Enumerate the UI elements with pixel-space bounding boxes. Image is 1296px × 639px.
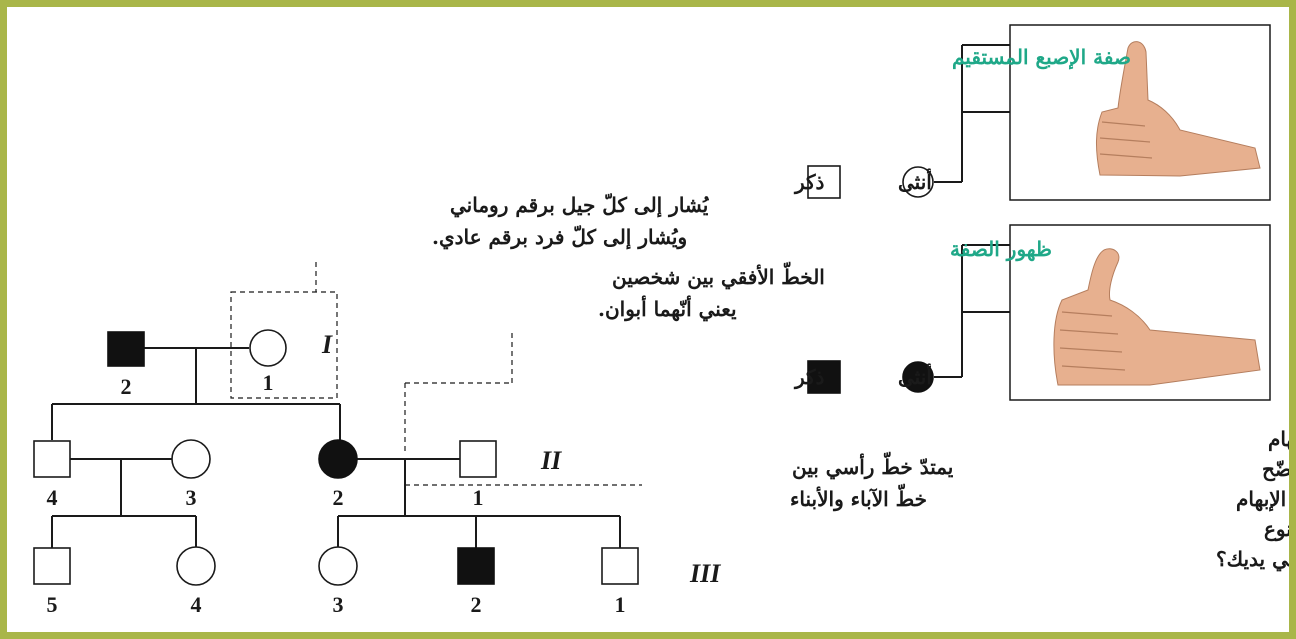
individual-III-5-num: 5	[47, 592, 58, 617]
individual-II-4	[33, 440, 71, 478]
question-text: تُوضّح الصورة السفلية إصبع الإبهام المنح…	[1216, 427, 1289, 572]
individual-I-1	[249, 329, 287, 367]
individual-III-4	[176, 546, 216, 586]
individual-II-1	[459, 440, 497, 478]
male-filled-symbol	[807, 360, 841, 394]
individual-I-2-num: 2	[121, 374, 132, 399]
male-label-open: ذكر	[793, 170, 825, 195]
caption-trait-shown: ظهور الصفة	[950, 237, 1052, 262]
female-filled-symbol	[902, 361, 934, 393]
individual-III-2	[457, 547, 495, 585]
question-line-2: المنحني (صفة متنحّية)، وتُوضّح	[1262, 457, 1289, 482]
callout-lines	[230, 262, 642, 486]
individual-II-1-num: 1	[473, 485, 484, 510]
individual-II-2	[318, 439, 358, 479]
individual-III-4-num: 4	[191, 592, 202, 617]
individual-III-5	[33, 547, 71, 585]
female-label-filled: أنثى	[898, 363, 932, 389]
question-line-3: الصورة العلوية إصبع الإبهام	[1236, 487, 1289, 512]
individual-I-1-num: 1	[263, 370, 274, 395]
note-vertical-2: خطّ الآباء والأبناء	[790, 484, 927, 512]
individual-II-3-num: 3	[186, 485, 197, 510]
male-open-symbol	[807, 165, 841, 199]
individual-II-2-num: 2	[333, 485, 344, 510]
note-parents-1: الخطّ الأفقي بين شخصين	[612, 262, 825, 290]
question-line-5: إصبعي الإبهام في يديك؟	[1216, 547, 1289, 572]
individual-III-1-num: 1	[615, 592, 626, 617]
generation-label-3: III	[689, 559, 721, 588]
question-line-1: تُوضّح الصورة السفلية إصبع الإبهام	[1268, 427, 1289, 452]
female-open-symbol	[902, 166, 934, 198]
individual-II-4-num: 4	[47, 485, 58, 510]
note-numbering-2: ويُشار إلى كلّ فرد برقم عادي.	[432, 225, 687, 250]
male-label-filled: ذكر	[793, 365, 825, 390]
question-line-4: المستقيم (الصفة السائدة). ما نوع	[1264, 517, 1289, 542]
individual-III-1	[601, 547, 639, 585]
caption-straight-trait: صفة الإصبع المستقيم	[952, 45, 1131, 70]
diagram-canvas: صفة الإصبع المستقيم أنثى ذكر ظهور الصفة …	[33, 24, 1289, 617]
individual-III-3-num: 3	[333, 592, 344, 617]
pedigree-lines	[51, 347, 621, 548]
individual-III-3	[318, 546, 358, 586]
female-label-open: أنثى	[898, 168, 932, 194]
individual-III-2-num: 2	[471, 592, 482, 617]
thumb-straight-photo	[1009, 24, 1271, 201]
note-parents-2: يعني أنّهما أبوان.	[598, 295, 737, 322]
legend-bracket-bottom	[934, 244, 1010, 378]
generation-label-1: I	[321, 330, 333, 359]
note-numbering-1: يُشار إلى كلّ جيل برقم روماني	[450, 193, 710, 218]
individual-II-3	[171, 439, 211, 479]
individual-I-2	[107, 331, 145, 367]
note-vertical-1: يمتدّ خطّ رأسي بين	[792, 452, 954, 480]
generation-label-2: II	[540, 446, 562, 475]
legend-bracket-top	[934, 44, 1010, 183]
